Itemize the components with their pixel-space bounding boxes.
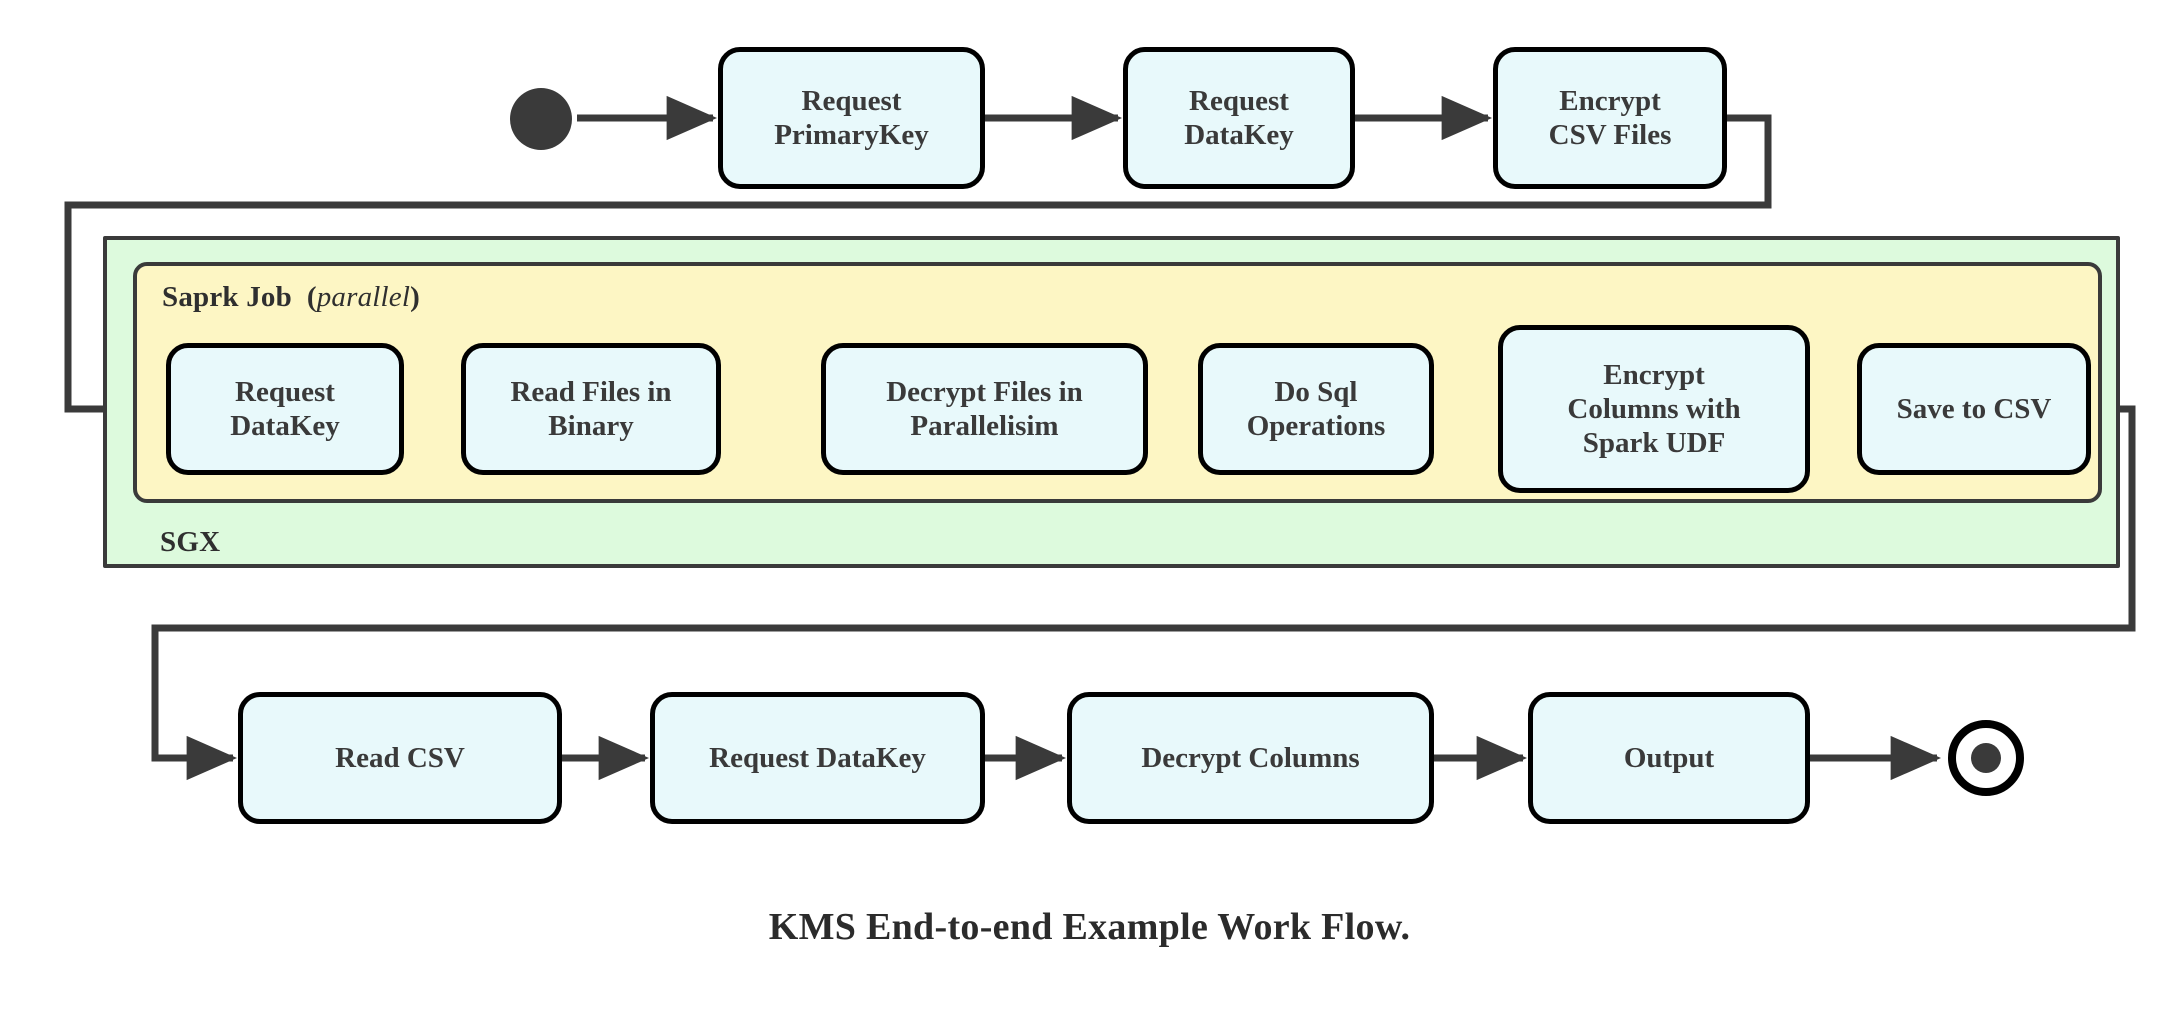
container-spark-job-label: Saprk Job (parallel) [162,281,420,314]
node-request-datakey-top-line-2: DataKey [1184,119,1294,151]
node-encrypt-csv-files-line-1: Encrypt [1559,84,1661,117]
node-read-csv[interactable]: Read CSV [238,692,562,824]
node-decrypt-columns[interactable]: Decrypt Columns [1067,692,1434,824]
node-request-primarykey-line-1: Request [801,84,902,117]
node-request-primarykey-line-2: PrimaryKey [774,119,929,151]
node-save-to-csv[interactable]: Save to CSV [1857,343,2091,475]
spark-job-title: Saprk Job [162,281,292,313]
node-read-files-in-binary-line-1: Read Files in [510,375,672,408]
node-request-datakey-bottom[interactable]: Request DataKey [650,692,985,824]
node-do-sql-operations-line-1: Do Sql [1274,375,1358,408]
node-encrypt-columns-line-2: Columns with [1567,392,1741,425]
end-node [1948,720,2024,796]
node-encrypt-columns-line-1: Encrypt [1603,358,1705,391]
end-node-inner-dot [1971,743,2001,773]
node-request-datakey-top[interactable]: Request DataKey [1123,47,1355,189]
node-encrypt-csv-files-line-2: CSV Files [1548,119,1672,151]
node-request-datakey-spark[interactable]: Request DataKey [166,343,404,475]
node-encrypt-columns-with-spark-udf[interactable]: Encrypt Columns with Spark UDF [1498,325,1810,493]
node-request-datakey-top-line-1: Request [1189,84,1289,117]
node-request-primarykey[interactable]: Request PrimaryKey [718,47,985,189]
node-output[interactable]: Output [1528,692,1810,824]
node-encrypt-csv-files[interactable]: Encrypt CSV Files [1493,47,1727,189]
spark-job-parallel-note: parallel [316,281,411,313]
node-encrypt-columns-line-3: Spark UDF [1582,427,1726,460]
node-do-sql-operations-line-2: Operations [1246,410,1386,442]
node-request-datakey-spark-line-1: Request [235,375,335,408]
figure-caption: KMS End-to-end Example Work Flow. [768,906,1411,948]
node-decrypt-files-in-parallelisim-line-1: Decrypt Files in [886,375,1083,408]
node-request-datakey-spark-line-2: DataKey [230,410,340,442]
spark-job-paren-close: ) [410,281,420,313]
node-decrypt-files-in-parallelisim-line-2: Parallelisim [910,410,1059,442]
node-request-datakey-bottom-line-1: Request DataKey [709,741,926,774]
node-read-csv-line-1: Read CSV [335,741,465,774]
spark-job-paren-open: ( [306,281,317,313]
node-read-files-in-binary-line-2: Binary [548,410,634,442]
node-save-to-csv-line-1: Save to CSV [1896,392,2052,425]
node-read-files-in-binary[interactable]: Read Files in Binary [461,343,721,475]
start-node [510,88,572,150]
node-decrypt-columns-line-1: Decrypt Columns [1141,741,1360,774]
container-sgx-label: SGX [160,526,221,558]
node-do-sql-operations[interactable]: Do Sql Operations [1198,343,1434,475]
node-decrypt-files-in-parallelisim[interactable]: Decrypt Files in Parallelisim [821,343,1148,475]
node-output-line-1: Output [1623,741,1715,774]
